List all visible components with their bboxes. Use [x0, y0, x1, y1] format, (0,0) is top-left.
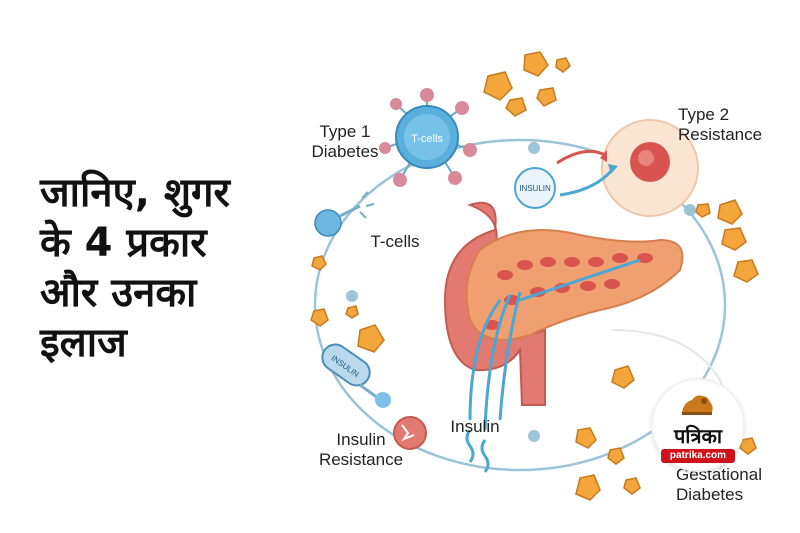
label-type-2-line-1: Type 2: [678, 105, 730, 124]
cycle-node: [346, 290, 358, 302]
label-type-1: Type 1 Diabetes: [300, 122, 390, 162]
headline-line-2: के 4 प्रकार: [40, 220, 207, 266]
type-2-cell-icon: [601, 119, 699, 217]
small-t-cell-icon: [314, 191, 375, 237]
glucose-crystals: [310, 51, 759, 501]
cycle-ring: [313, 138, 727, 472]
label-gestational-line-2: Diabetes: [676, 485, 744, 504]
t-cell-icon: [379, 88, 477, 187]
cycle-node: [528, 142, 540, 154]
label-type-2: Type 2 Resistance: [678, 105, 788, 145]
label-type-1-line-2: Diabetes: [311, 142, 379, 161]
label-type-2-line-2: Resistance: [678, 125, 763, 144]
headline-line-3: और उनका: [40, 270, 197, 316]
label-gestational: Gestational Diabetes: [676, 465, 786, 505]
insulin-pill-icon: [321, 343, 391, 408]
headline-line-1: जानिए, शुगर: [40, 170, 230, 216]
receptor-icon: [393, 416, 427, 450]
insulin-molecule-label: INSULIN: [519, 184, 551, 193]
headline: जानिए, शुगर के 4 प्रकार और उनका इलाज: [40, 168, 290, 368]
pancreas-icon: [443, 201, 684, 406]
logo-title: पत्रिका: [673, 424, 723, 448]
insulin-flow-icon: [465, 258, 641, 473]
arrow-head: [608, 164, 618, 174]
cycle-node: [528, 430, 540, 442]
label-insulin-resistance-line-2: Resistance: [318, 450, 404, 469]
t-cell-inner-label: T-cells: [411, 133, 443, 145]
label-t-cells: T-cells: [370, 232, 420, 251]
lion-emblem-icon: [682, 395, 713, 415]
arrow-head: [600, 150, 607, 162]
headline-line-4: इलाज: [40, 320, 127, 366]
label-type-1-line-1: Type 1: [319, 122, 371, 141]
cycle-node: [684, 204, 696, 216]
patrika-logo: पत्रिका patrika.com: [653, 380, 743, 470]
logo-url: patrika.com: [661, 449, 735, 463]
label-insulin: Insulin: [450, 417, 500, 436]
type-2-arrow-blue: [559, 169, 614, 197]
label-insulin-resistance-line-1: Insulin: [336, 430, 386, 449]
insulin-molecule-icon: [514, 167, 556, 209]
type-2-arrow-red: [556, 149, 606, 165]
label-insulin-resistance: Insulin Resistance: [306, 430, 416, 470]
